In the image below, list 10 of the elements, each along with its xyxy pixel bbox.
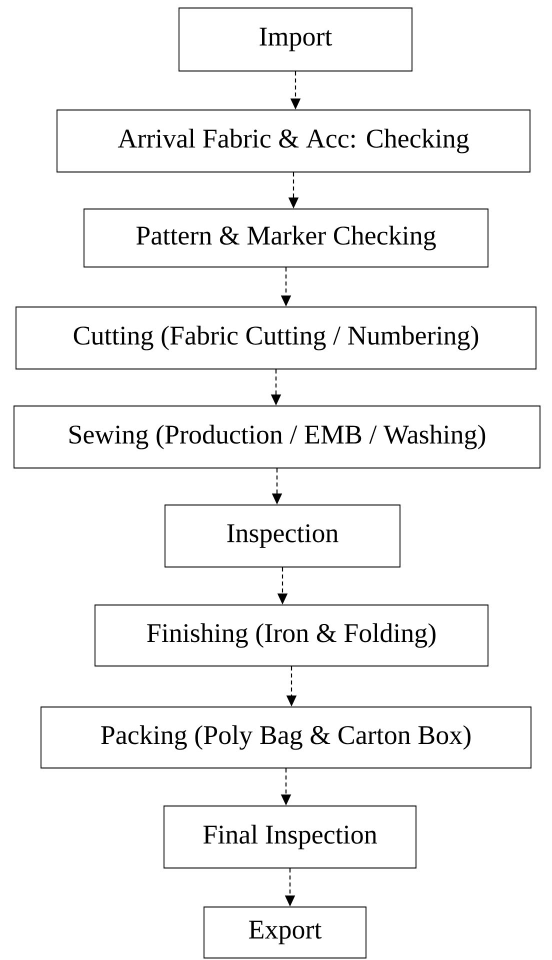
process-box: Pattern & Marker Checking xyxy=(84,208,488,268)
process-box: Sewing (Production / EMB / Washing) xyxy=(14,406,540,468)
process-box: Cutting (Fabric Cutting / Numbering) xyxy=(16,306,536,370)
process-box: Packing (Poly Bag & Carton Box) xyxy=(40,706,532,768)
process-box: Inspection xyxy=(164,504,400,568)
process-box: Final Inspection xyxy=(164,806,416,868)
process-box: Export xyxy=(204,906,366,958)
process-box: Arrival Fabric & Acc: Checking xyxy=(56,110,530,172)
process-box: Finishing (Iron & Folding) xyxy=(94,604,488,666)
process-box: Import xyxy=(178,8,412,72)
